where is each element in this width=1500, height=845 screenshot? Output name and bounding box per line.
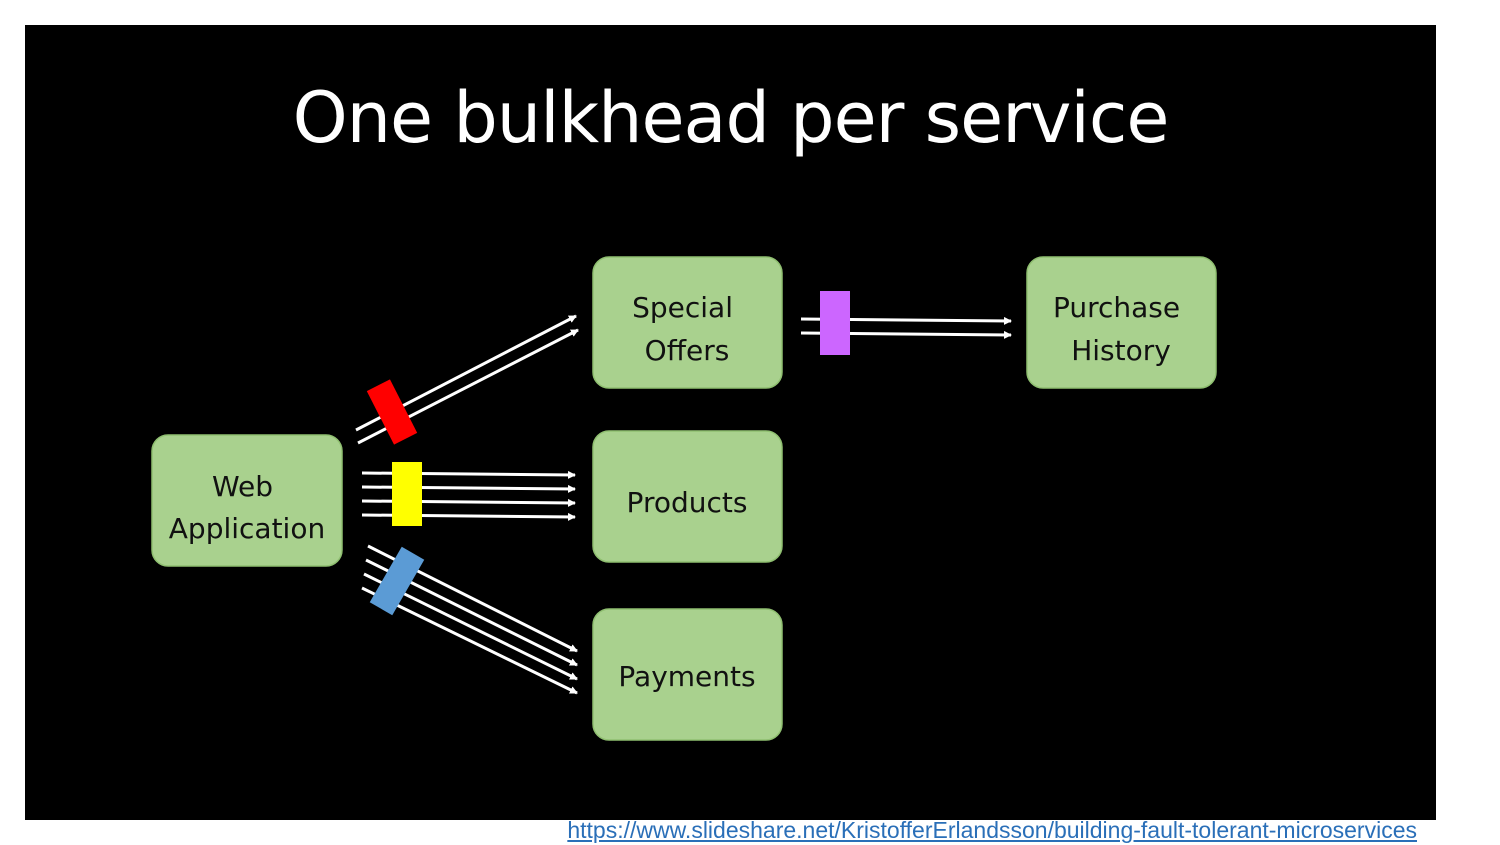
node-purchase-history: Purchase History bbox=[1026, 256, 1217, 389]
bulkhead-purchase-history bbox=[820, 291, 850, 355]
node-box bbox=[592, 608, 783, 741]
node-payments: Payments bbox=[592, 608, 783, 741]
svg-text:Special Offers: Special Offers bbox=[632, 291, 742, 367]
node-label-line: Products bbox=[627, 486, 748, 519]
node-label-line: Payments bbox=[618, 660, 755, 693]
bulkhead-diagram: Web Application Special Offers Products … bbox=[151, 256, 1217, 741]
svg-text:Products: Products bbox=[627, 486, 748, 519]
node-special-offers: Special Offers bbox=[592, 256, 783, 389]
node-box bbox=[1026, 256, 1217, 389]
svg-text:Purchase History: Purchase History bbox=[1053, 291, 1189, 367]
source-link[interactable]: https://www.slideshare.net/KristofferErl… bbox=[567, 817, 1417, 843]
node-label-line: Offers bbox=[645, 334, 730, 367]
svg-text:Payments: Payments bbox=[618, 660, 755, 693]
node-label-line: Web bbox=[212, 470, 273, 503]
node-label-line: Application bbox=[169, 512, 325, 545]
slide-title: One bulkhead per service bbox=[292, 77, 1170, 159]
slide: One bulkhead per service bbox=[25, 25, 1436, 820]
node-box bbox=[592, 256, 783, 389]
node-box bbox=[592, 430, 783, 563]
node-label-line: Purchase bbox=[1053, 291, 1180, 324]
node-box bbox=[151, 434, 343, 567]
node-label-line: Special bbox=[632, 291, 733, 324]
bulkhead-products bbox=[392, 462, 422, 526]
bulkhead-special-offers bbox=[366, 379, 418, 445]
node-products: Products bbox=[592, 430, 783, 563]
node-label-line: History bbox=[1071, 334, 1171, 367]
svg-text:Web Application: Web Application bbox=[169, 470, 325, 545]
bulkhead-payments bbox=[369, 546, 425, 616]
node-web-application: Web Application bbox=[151, 434, 343, 567]
